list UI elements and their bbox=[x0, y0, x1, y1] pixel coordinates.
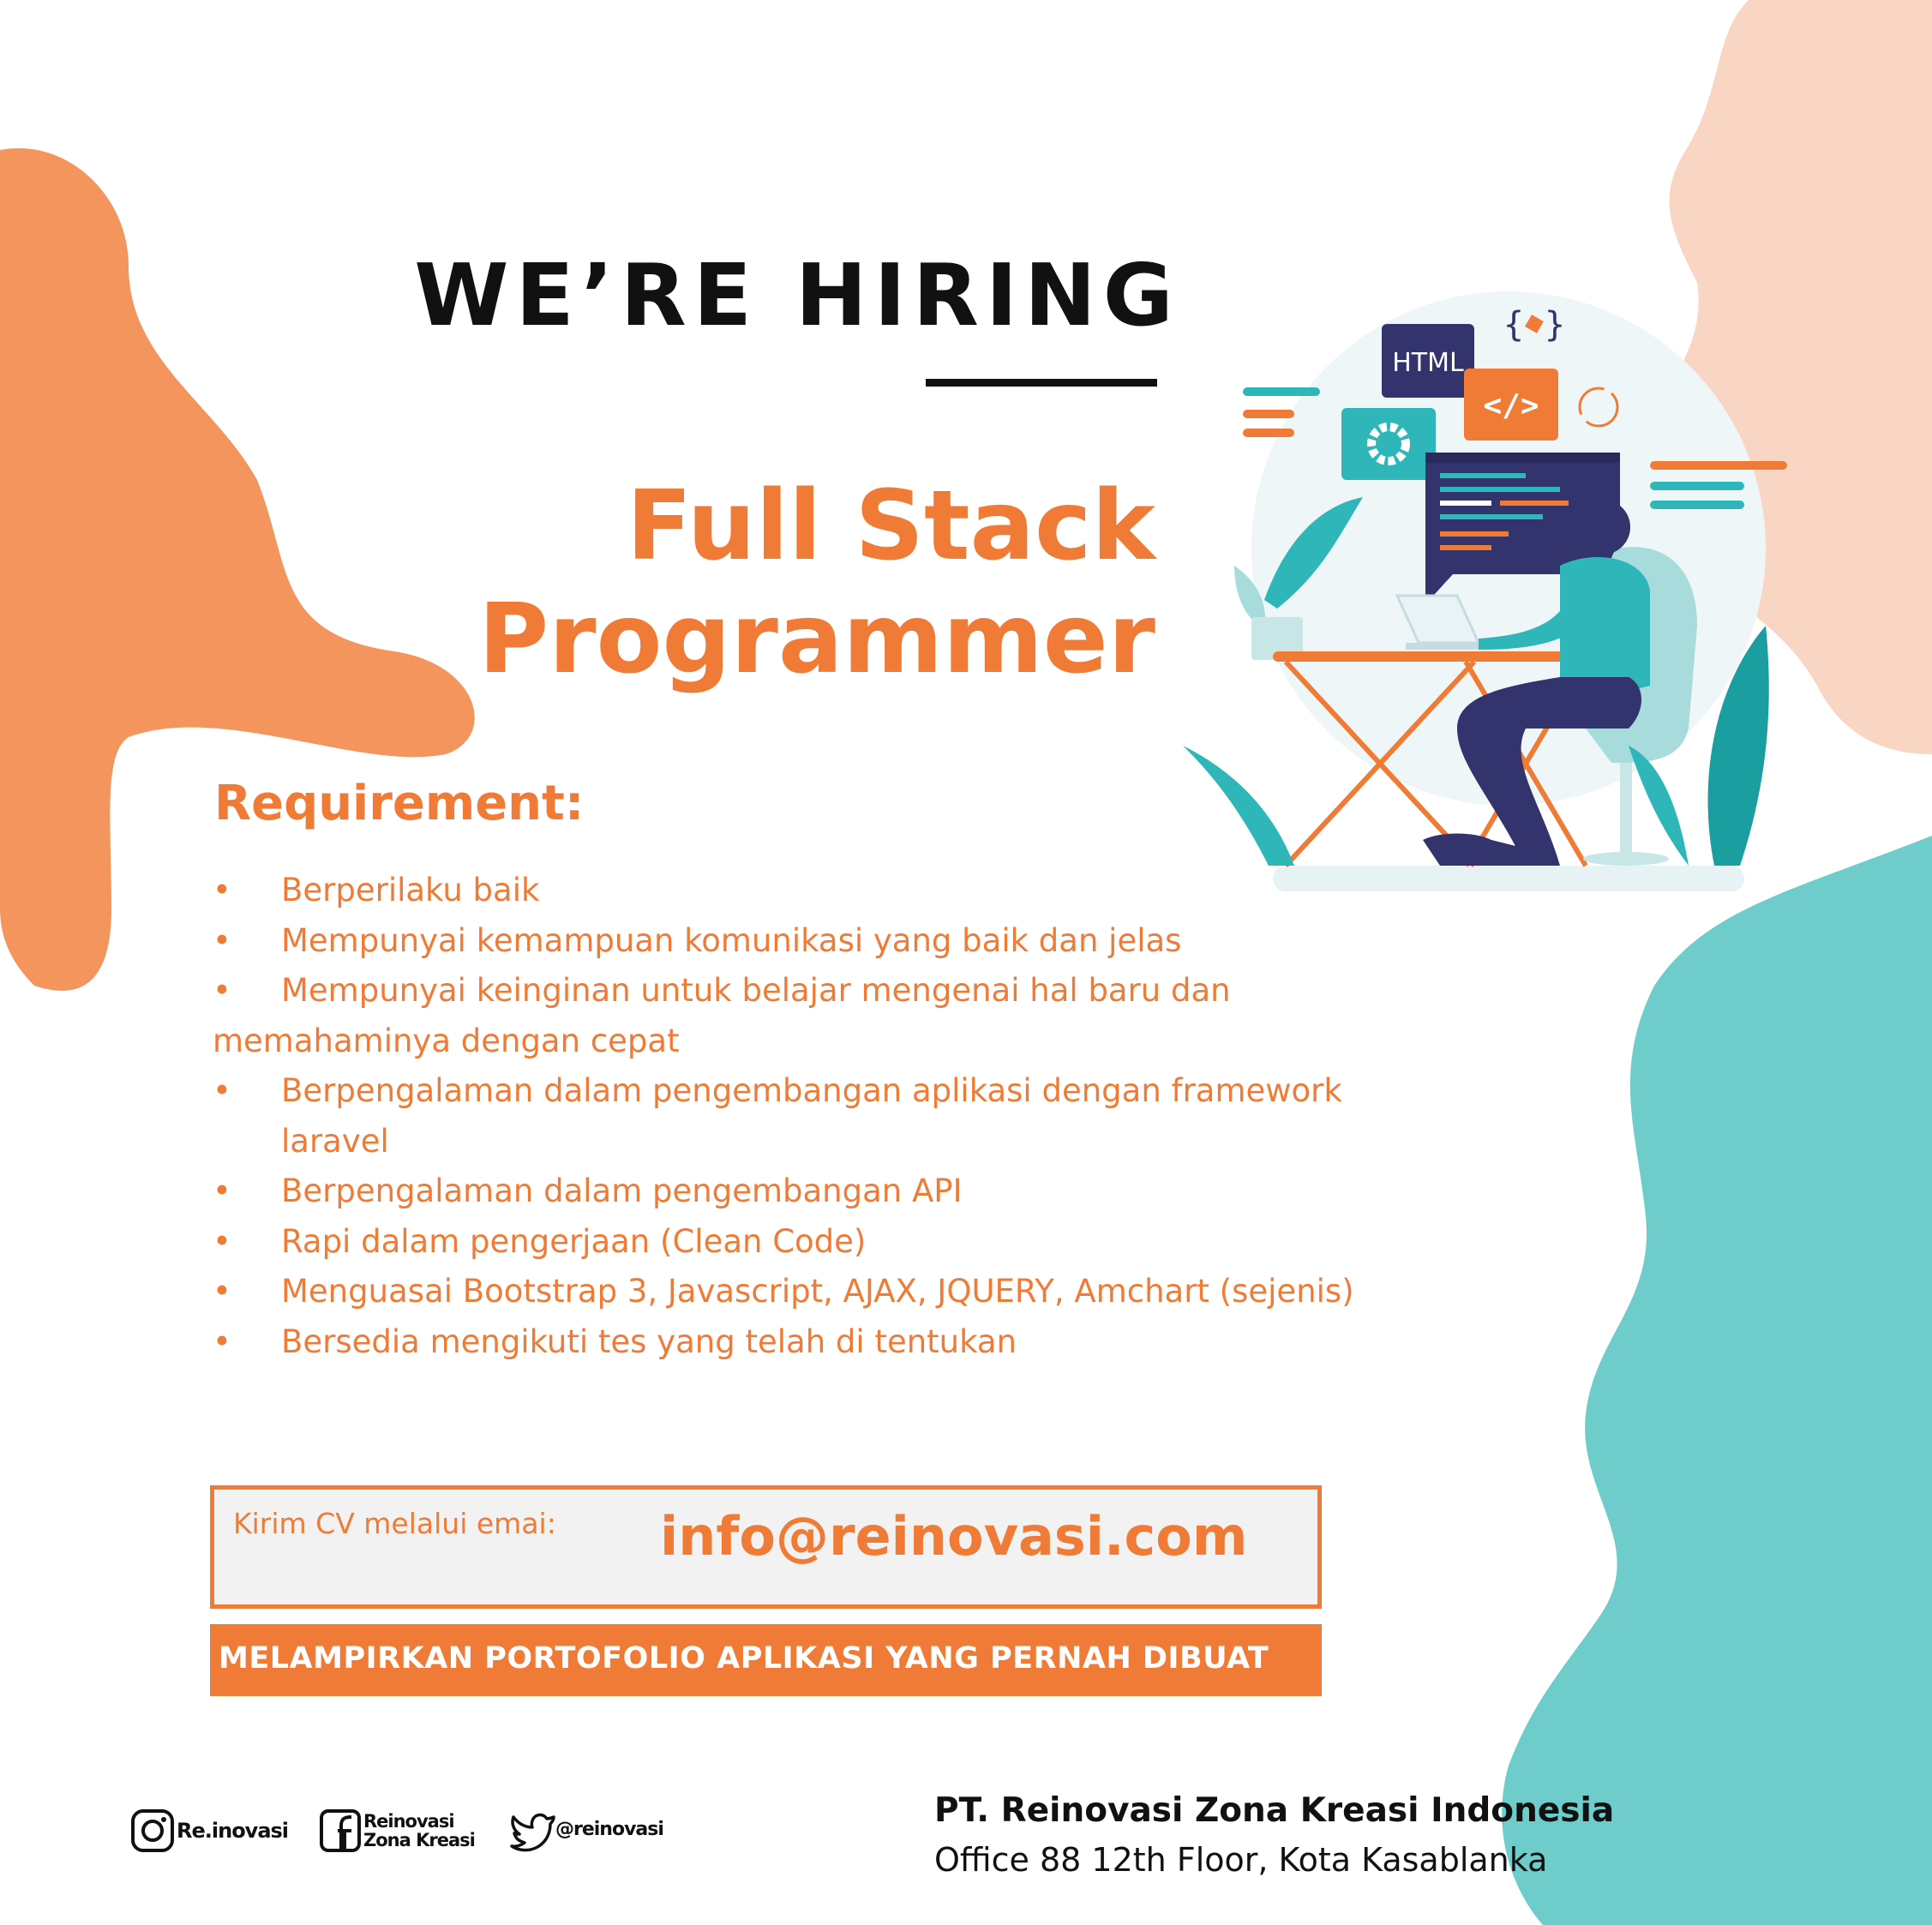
person-torso bbox=[1560, 557, 1650, 693]
plant-pot bbox=[1251, 617, 1303, 660]
job-title-line1: Full Stack bbox=[626, 471, 1155, 582]
cv-label: Kirim CV melalui emai: bbox=[233, 1507, 556, 1540]
gear-card bbox=[1341, 408, 1436, 480]
list-item: •Berperilaku baik bbox=[213, 866, 1455, 916]
twitter-handle: @reinovasi bbox=[555, 1819, 664, 1840]
twitter-icon bbox=[510, 1813, 555, 1852]
bullet-icon: • bbox=[213, 1222, 231, 1260]
email-link[interactable]: info@reinovasi.com bbox=[660, 1505, 1248, 1568]
list-item: •Bersedia mengikuti tes yang telah di te… bbox=[213, 1317, 1455, 1368]
bullet-icon: • bbox=[213, 872, 231, 909]
person-head bbox=[1575, 500, 1630, 555]
list-item: •Mempunyai kemampuan komunikasi yang bai… bbox=[213, 916, 1455, 967]
company-name: PT. Reinovasi Zona Kreasi Indonesia bbox=[934, 1791, 1615, 1830]
facebook-icon bbox=[320, 1809, 361, 1852]
list-item: •Menguasai Bootstrap 3, Javascript, AJAX… bbox=[213, 1267, 1455, 1317]
code-card bbox=[1464, 369, 1558, 441]
gear-icon bbox=[1367, 423, 1410, 465]
job-title-line2: Programmer bbox=[478, 584, 1155, 695]
bullet-icon: • bbox=[213, 921, 231, 959]
html-label: HTML bbox=[1392, 348, 1464, 378]
desk-top bbox=[1273, 651, 1599, 662]
plant-leaf bbox=[1264, 497, 1363, 609]
list-item: •Berpengalaman dalam pengembangan aplika… bbox=[213, 1066, 1455, 1166]
programmer-illustration: HTML </> { } bbox=[1183, 291, 1787, 891]
html-card bbox=[1382, 324, 1474, 398]
requirements-heading: Requirement: bbox=[214, 776, 585, 831]
hiring-heading: WE’RE HIRING bbox=[414, 245, 1180, 345]
bullet-icon: • bbox=[213, 1072, 231, 1109]
facebook-name-line1: Reinovasi bbox=[363, 1811, 455, 1832]
bullet-icon: • bbox=[213, 1322, 231, 1360]
right-plant bbox=[1707, 626, 1769, 866]
requirements-list: •Berperilaku baik •Mempunyai kemampuan k… bbox=[213, 866, 1455, 1367]
portfolio-banner: MELAMPIRKAN PORTOFOLIO APLIKASI YANG PER… bbox=[210, 1624, 1322, 1696]
company-address: Office 88 12th Floor, Kota Kasablanka bbox=[934, 1841, 1548, 1879]
list-item-continuation: memahaminya dengan cepat bbox=[213, 1022, 680, 1059]
person-arm bbox=[1479, 591, 1594, 650]
left-plant bbox=[1183, 746, 1294, 866]
refresh-icon bbox=[1578, 387, 1619, 428]
bullet-icon: • bbox=[213, 1172, 231, 1209]
cv-contact-box: Kirim CV melalui emai: info@reinovasi.co… bbox=[210, 1485, 1322, 1609]
job-title: Full Stack Programmer bbox=[478, 470, 1155, 696]
instagram-handle: Re.inovasi bbox=[177, 1819, 289, 1843]
code-label: </> bbox=[1483, 388, 1539, 423]
instagram-icon bbox=[131, 1809, 174, 1852]
portfolio-note: MELAMPIRKAN PORTOFOLIO APLIKASI YANG PER… bbox=[219, 1641, 1269, 1676]
bullet-icon: • bbox=[213, 972, 231, 1009]
desk-shadow bbox=[1273, 866, 1744, 891]
orange-blob bbox=[0, 147, 475, 992]
list-item: •Berpengalaman dalam pengembangan API bbox=[213, 1166, 1455, 1217]
heading-underline bbox=[926, 379, 1157, 387]
teal-blob bbox=[1502, 836, 1932, 1925]
person-legs bbox=[1457, 677, 1641, 866]
list-item: •Rapi dalam pengerjaan (Clean Code) bbox=[213, 1217, 1455, 1268]
facebook-name-line2: Zona Kreasi bbox=[363, 1830, 476, 1850]
bullet-icon: • bbox=[213, 1273, 231, 1310]
list-item: •Mempunyai keinginan untuk belajar menge… bbox=[213, 966, 1455, 1016]
